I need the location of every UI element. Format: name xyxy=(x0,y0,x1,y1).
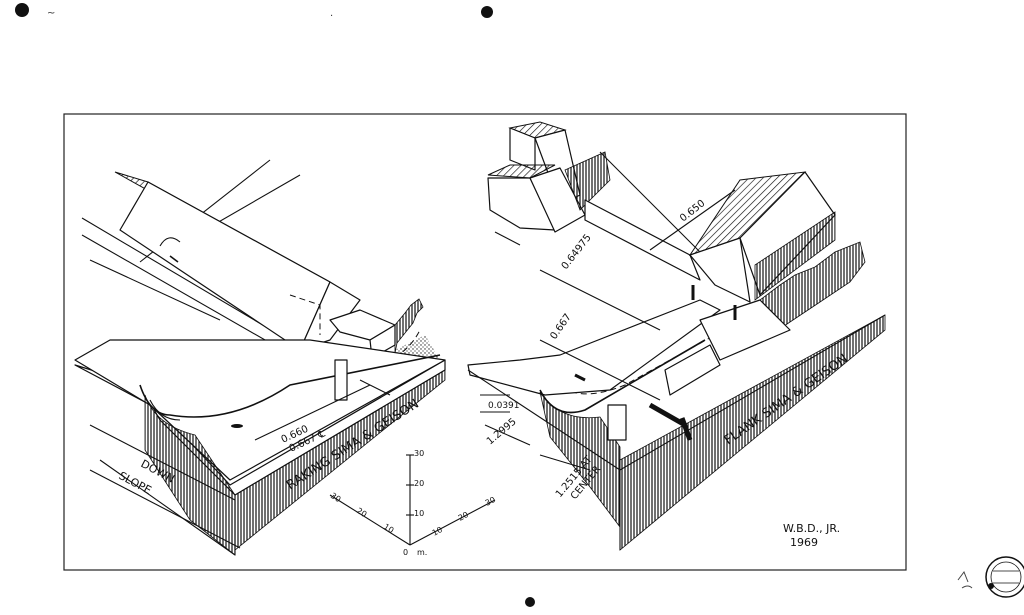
svg-text:.: . xyxy=(330,8,333,19)
scale-unit: m. xyxy=(417,548,427,557)
svg-text:~: ~ xyxy=(47,8,55,19)
slope-line xyxy=(89,469,241,549)
handwritten-mark xyxy=(957,570,973,589)
scale-l-30: 30 xyxy=(329,491,342,504)
right-dimension-lines xyxy=(480,189,736,471)
scale-v-10: 10 xyxy=(414,509,424,518)
dim-right-0667: 0.667 xyxy=(548,312,573,342)
scale-axes xyxy=(329,454,496,546)
raking-sima-geison-drawing xyxy=(74,159,446,556)
scale-r-30: 30 xyxy=(484,495,497,508)
scale-r-10: 10 xyxy=(431,525,444,538)
dim-line-left xyxy=(254,384,371,441)
scale-origin: 0 xyxy=(403,548,408,557)
signature-year: 1969 xyxy=(790,536,818,549)
flank-sima-geison-drawing xyxy=(467,121,886,551)
signature-name: W.B.D., JR. xyxy=(783,522,840,535)
dim-right-064975: 0.64975 xyxy=(560,232,594,271)
scale-v-30: 30 xyxy=(414,449,424,458)
drawing-frame xyxy=(63,113,907,571)
archive-stamp xyxy=(985,556,1024,598)
dim-right-00391: 0.0391 xyxy=(488,401,520,411)
scale-v-20: 20 xyxy=(414,479,424,488)
scale-r-20: 20 xyxy=(457,510,470,523)
scale-l-10: 10 xyxy=(382,522,395,535)
sheet-corner-marks: ~ . xyxy=(15,3,994,607)
dim-right-12995: 1.2995 xyxy=(485,416,519,447)
